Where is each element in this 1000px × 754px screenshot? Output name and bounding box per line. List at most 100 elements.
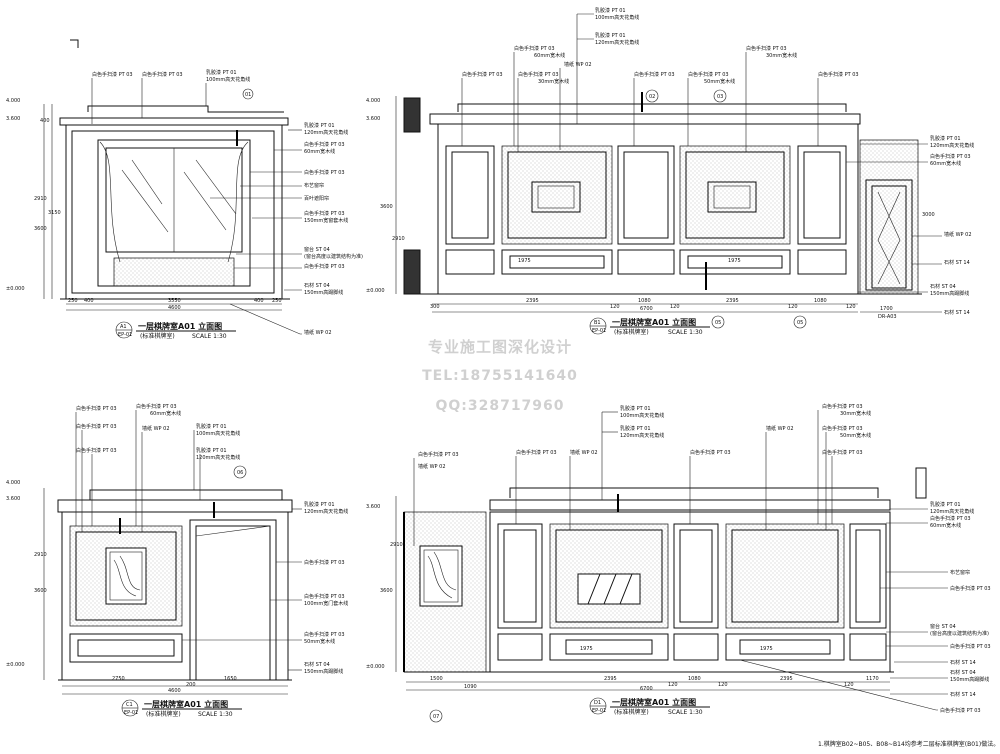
c1-level-top: 4.000 [6, 480, 20, 486]
d1-label-r1b: 120mm高天花角线 [930, 508, 974, 515]
a1-label-top-3: 乳胶漆 PT 01 [206, 69, 237, 76]
d1-sheet: EP-01 [592, 708, 606, 714]
a1-label-top-3b: 100mm高天花角线 [206, 76, 250, 83]
d1-label-top-11: 白色手扫漆 PT 03 [822, 449, 863, 456]
c1-label-r3: 白色手扫漆 PT 03 [304, 593, 345, 600]
c1-label-top-4: 白色手扫漆 PT 03 [136, 403, 177, 410]
b1-code: B1 [594, 320, 601, 326]
b1-ref-num-4: 05 [797, 320, 803, 326]
d1-label-r5: 窗台 ST 04 [930, 623, 956, 630]
d1-dim-3600: 3600 [380, 588, 393, 594]
b1-dim-300: 300 [430, 304, 440, 310]
d1-label-top-7: 白色手扫漆 PT 03 [690, 449, 731, 456]
d1-level-floor: ±0.000 [366, 664, 385, 670]
b1-ref-bubble-3 [711, 315, 725, 329]
a1-label-r7: 窗台 ST 04 [304, 246, 330, 253]
a1-level-top: 4.000 [6, 98, 20, 104]
c1-label-r3b: 100mm宽门套木线 [304, 600, 348, 607]
d1-dim-1500: 1500 [430, 676, 443, 682]
a1-ref-bubble [242, 88, 254, 100]
a1-label-r10: 墙纸 WP 02 [304, 329, 332, 336]
b1-label-top-5: 墙纸 WP 02 [564, 61, 592, 68]
d1-label-r5b: (窗台高度以建筑结构为准) [930, 630, 989, 637]
b1-label-r4: 石材 ST 14 [944, 259, 970, 266]
a1-label-r9: 石材 ST 04 [304, 282, 330, 289]
b1-label-r2b: 60mm宽木线 [930, 160, 961, 167]
drawing-note: 1.棋牌室B02~B05、B08~B14均参考二层标准棋牌室(B01)做法。 [818, 741, 1000, 748]
d1-label-top-6: 乳胶漆 PT 01 [620, 425, 651, 432]
a1-label-r1b: 120mm高天花角线 [304, 129, 348, 136]
b1-label-top-9b: 30mm宽木线 [766, 52, 797, 59]
d1-level-ceiling: 3.600 [366, 504, 380, 510]
c1-label-top-6: 乳胶漆 PT 01 [196, 423, 227, 430]
b1-level-top: 4.000 [366, 98, 380, 104]
b1-label-top-8: 白色手扫漆 PT 03 [688, 71, 729, 78]
c1-scale: SCALE 1:30 [198, 711, 233, 718]
b1-dim-2395b: 2395 [726, 298, 739, 304]
elevation-d1 [395, 467, 927, 691]
b1-subtitle: (标准棋牌室) [614, 328, 649, 336]
b1-ref-num-3: 05 [715, 320, 721, 326]
elevation-b1 [395, 92, 922, 313]
b1-dim-1080a: 1080 [638, 298, 651, 304]
a1-code: A1 [120, 324, 127, 330]
b1-label-top-8b: 50mm宽木线 [704, 78, 735, 85]
d1-label-r6: 白色手扫漆 PT 03 [950, 643, 991, 650]
c1-label-r1: 乳胶漆 PT 01 [304, 501, 335, 508]
a1-ref-num: 01 [245, 92, 251, 98]
d1-dim-120a: 120 [668, 682, 678, 688]
a1-label-r6: 白色手扫漆 PT 03 [304, 210, 345, 217]
d1-dim-total: 6700 [640, 686, 653, 692]
c1-title: 一层棋牌室A01 立面图 [144, 699, 228, 709]
d1-label-top-10b: 50mm宽木线 [840, 432, 871, 439]
watermark-qq: QQ:328717960 [435, 398, 565, 414]
d1-code: D1 [594, 700, 601, 706]
watermark-phone: TEL:18755141640 [422, 368, 578, 384]
a1-label-top-1: 白色手扫漆 PT 03 [92, 71, 133, 78]
b1-label-top-6: 白色手扫漆 PT 03 [462, 71, 503, 78]
b1-label-top-4b: 30mm宽木线 [538, 78, 569, 85]
d1-label-top-5b: 100mm高天花角线 [620, 412, 664, 419]
elevation-c1 [43, 488, 293, 695]
d1-label-r4: 白色手扫漆 PT 03 [950, 585, 991, 592]
d1-label-r2b: 60mm宽木线 [930, 522, 961, 529]
b1-level-ceiling: 3.600 [366, 116, 380, 122]
b1-dim-2395a: 2395 [526, 298, 539, 304]
b1-ref-bubble-2 [713, 89, 727, 103]
b1-ref-bubble-1 [645, 89, 659, 103]
b1-dim-door: 1700 [880, 306, 893, 312]
c1-label-r4: 白色手扫漆 PT 03 [304, 631, 345, 638]
a1-label-r5: 百叶遮阳帘 [304, 195, 329, 202]
d1-label-top-4: 墙纸 WP 02 [570, 449, 598, 456]
d1-dim-1080: 1080 [688, 676, 701, 682]
b1-label-r5b: 150mm高踢脚线 [930, 290, 969, 297]
d1-label-top-10: 白色手扫漆 PT 03 [822, 425, 863, 432]
a1-label-r9b: 150mm高踢脚线 [304, 289, 343, 296]
b1-label-top-9: 白色手扫漆 PT 03 [746, 45, 787, 52]
d1-label-r8: 石材 ST 04 [950, 669, 976, 676]
c1-label-r5b: 150mm高踢脚线 [304, 668, 343, 675]
c1-code: C1 [126, 702, 133, 708]
d1-label-r8b: 150mm高踢脚线 [950, 676, 989, 683]
d1-label-r2: 白色手扫漆 PT 03 [930, 515, 971, 522]
a1-dim-400-left: 400 [84, 298, 94, 304]
a1-label-r1: 乳胶漆 PT 01 [304, 122, 335, 129]
d1-label-top-9b: 30mm宽木线 [840, 410, 871, 417]
a1-label-top-2: 白色手扫漆 PT 03 [142, 71, 183, 78]
b1-label-top-3: 白色手扫漆 PT 03 [514, 45, 555, 52]
a1-sheet: EP-01 [118, 332, 132, 338]
a1-label-r7b: (窗台高度以建筑结构为准) [304, 253, 363, 260]
c1-ref-num: 06 [237, 470, 243, 476]
d1-dim-120b: 120 [718, 682, 728, 688]
a1-label-r6b: 150mm宽窗套木线 [304, 217, 348, 224]
b1-bench-a: 1975 [518, 258, 531, 264]
b1-label-r2: 白色手扫漆 PT 03 [930, 153, 971, 160]
b1-label-r1b: 120mm高天花角线 [930, 142, 974, 149]
b1-label-top-3b: 60mm宽木线 [534, 52, 565, 59]
b1-label-top-10: 白色手扫漆 PT 03 [818, 71, 859, 78]
a1-label-r8: 白色手扫漆 PT 03 [304, 263, 345, 270]
a1-dim-3150: 3150 [48, 210, 61, 216]
b1-scale: SCALE 1:30 [668, 329, 703, 336]
d1-label-r7: 石材 ST 14 [950, 659, 976, 666]
